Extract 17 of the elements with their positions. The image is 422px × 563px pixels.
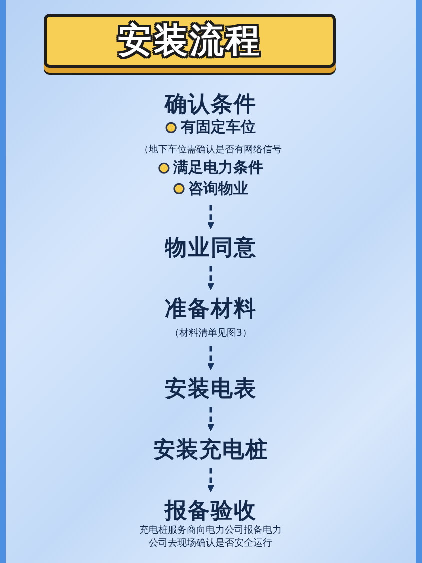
note-text: （地下车位需确认是否有网络信号 xyxy=(140,144,282,156)
step-label: 安装充电桩 xyxy=(154,436,268,464)
step-label: 确认条件 xyxy=(165,90,257,118)
arrow xyxy=(208,346,214,370)
step-label: 物业同意 xyxy=(165,234,257,262)
arrow xyxy=(208,205,214,230)
note-text: （材料清单见图3） xyxy=(170,327,252,340)
step-label: 准备材料 xyxy=(165,294,257,322)
condition-text: 有固定车位 xyxy=(180,118,256,138)
arrow xyxy=(208,266,214,290)
step-label: 安装电表 xyxy=(165,374,257,402)
arrow xyxy=(208,468,214,492)
arrow xyxy=(208,407,214,432)
note-text: 充电桩服务商向电力公司报备电力公司去现场确认是否安全运行 xyxy=(138,524,284,550)
condition-text: 满足电力条件 xyxy=(173,158,264,178)
step-label: 报备验收 xyxy=(165,496,257,524)
condition-text: 咨询物业 xyxy=(188,179,249,200)
